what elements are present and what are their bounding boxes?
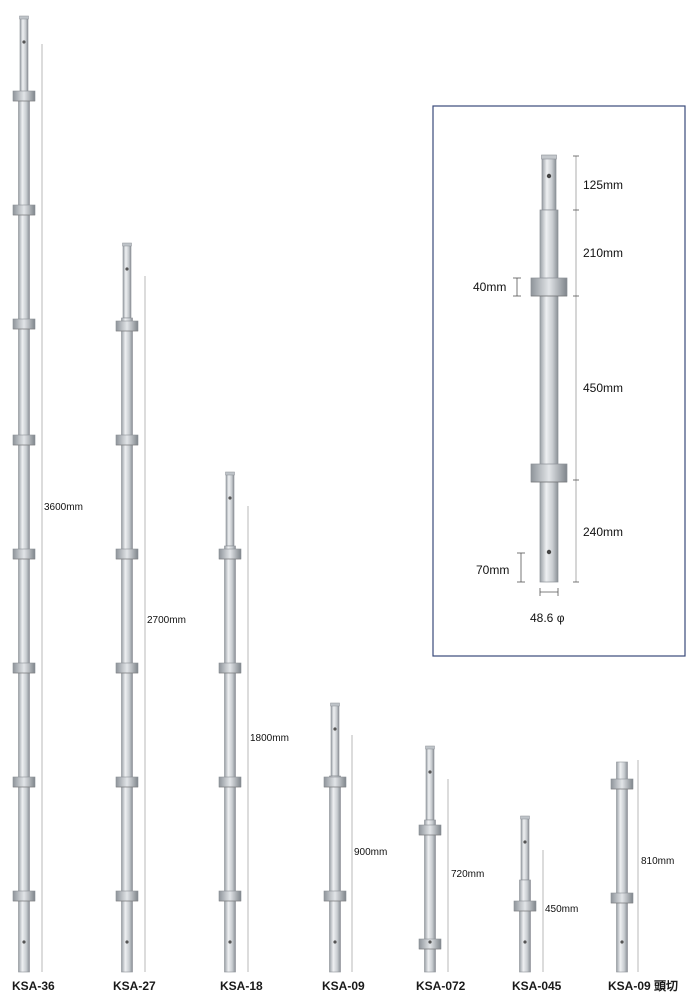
post-tube xyxy=(121,317,133,973)
post-spigot xyxy=(225,473,235,547)
post-spigot xyxy=(19,17,29,93)
post-6 xyxy=(610,760,639,973)
post-pin-hole xyxy=(22,40,26,44)
post-pin-hole xyxy=(523,840,527,844)
post-pin-hole xyxy=(333,727,337,731)
post-bottom-hole xyxy=(428,940,432,944)
post-2 xyxy=(218,471,249,973)
post-ring xyxy=(115,662,139,674)
post-ring xyxy=(610,892,634,904)
post-ring xyxy=(12,890,36,902)
detail-bottom-hole xyxy=(546,549,552,555)
post-spigot xyxy=(122,244,132,319)
post-ring xyxy=(12,548,36,560)
post-ring xyxy=(323,776,347,788)
post-ring xyxy=(12,776,36,788)
model-label-ksa-09-headcut: KSA-09 頭切 xyxy=(608,979,678,993)
post-pin-hole xyxy=(428,770,432,774)
post-ring xyxy=(218,776,242,788)
posts-layer xyxy=(12,15,639,973)
detail-label-top-spigot: 125mm xyxy=(583,178,623,192)
detail-spigot-hole xyxy=(546,173,552,179)
post-tube xyxy=(329,775,341,973)
model-label-ksa-045: KSA-045 xyxy=(512,979,562,993)
post-bottom-hole xyxy=(22,940,26,944)
detail-ring-upper xyxy=(530,277,568,297)
post-ring xyxy=(115,548,139,560)
model-label-ksa-27: KSA-27 xyxy=(113,979,156,993)
detail-post xyxy=(513,154,579,596)
post-ring xyxy=(513,900,537,912)
post-ring xyxy=(218,548,242,560)
post-ring xyxy=(115,890,139,902)
post-ring xyxy=(323,890,347,902)
post-ring xyxy=(115,776,139,788)
detail-tube xyxy=(539,209,559,583)
length-label-ksa-072: 720mm xyxy=(451,869,484,880)
post-bottom-hole xyxy=(620,940,624,944)
detail-label-middle-segment: 450mm xyxy=(583,381,623,395)
detail-spigot xyxy=(541,157,557,211)
post-tube xyxy=(18,91,30,973)
post-bottom-hole xyxy=(523,940,527,944)
length-label-ksa-36: 3600mm xyxy=(44,502,83,513)
post-spigot xyxy=(520,817,530,881)
post-spigot-cap xyxy=(122,242,132,247)
detail-label-lower-segment: 240mm xyxy=(583,525,623,539)
post-spigot xyxy=(330,704,340,777)
model-label-ksa-09: KSA-09 xyxy=(322,979,365,993)
post-bottom-hole xyxy=(333,940,337,944)
model-label-ksa-18: KSA-18 xyxy=(220,979,263,993)
post-tube xyxy=(616,761,628,973)
post-spigot xyxy=(425,747,435,821)
post-ring xyxy=(418,824,442,836)
post-bottom-hole xyxy=(125,940,129,944)
post-pin-hole xyxy=(125,267,129,271)
post-4 xyxy=(418,745,449,973)
detail-label-hole-offset: 70mm xyxy=(476,563,509,577)
length-label-ksa-09: 900mm xyxy=(354,847,387,858)
post-pin-hole xyxy=(228,496,232,500)
model-label-ksa-36: KSA-36 xyxy=(12,979,55,993)
post-3 xyxy=(323,702,353,973)
post-bottom-hole xyxy=(228,940,232,944)
detail-label-ring-height: 40mm xyxy=(473,280,506,294)
post-spigot-cap xyxy=(520,815,530,820)
post-tube xyxy=(519,879,531,973)
post-ring xyxy=(115,434,139,446)
post-ring xyxy=(218,662,242,674)
length-label-ksa-18: 1800mm xyxy=(250,733,289,744)
length-label-ksa-09-headcut: 810mm xyxy=(641,856,674,867)
post-ring xyxy=(610,778,634,790)
detail-spigot-cap xyxy=(541,154,557,160)
post-0 xyxy=(12,15,43,973)
post-tube xyxy=(224,545,236,973)
post-spigot-cap xyxy=(19,15,29,20)
detail-inset-frame xyxy=(432,105,686,657)
post-spigot-cap xyxy=(225,471,235,476)
post-1 xyxy=(115,242,146,973)
post-ring xyxy=(218,890,242,902)
length-label-ksa-27: 2700mm xyxy=(147,615,186,626)
post-tube xyxy=(424,819,436,973)
post-ring xyxy=(115,320,139,332)
post-spigot-cap xyxy=(425,745,435,750)
model-label-ksa-072: KSA-072 xyxy=(416,979,466,993)
post-spigot-cap xyxy=(330,702,340,707)
detail-label-diameter: 48.6 φ xyxy=(530,611,565,625)
detail-label-upper-segment: 210mm xyxy=(583,246,623,260)
post-5 xyxy=(513,815,544,973)
post-ring xyxy=(12,90,36,102)
detail-ring-lower xyxy=(530,463,568,483)
post-ring xyxy=(12,662,36,674)
post-ring xyxy=(12,434,36,446)
post-ring xyxy=(12,318,36,330)
post-ring xyxy=(12,204,36,216)
length-label-ksa-045: 450mm xyxy=(545,904,578,915)
